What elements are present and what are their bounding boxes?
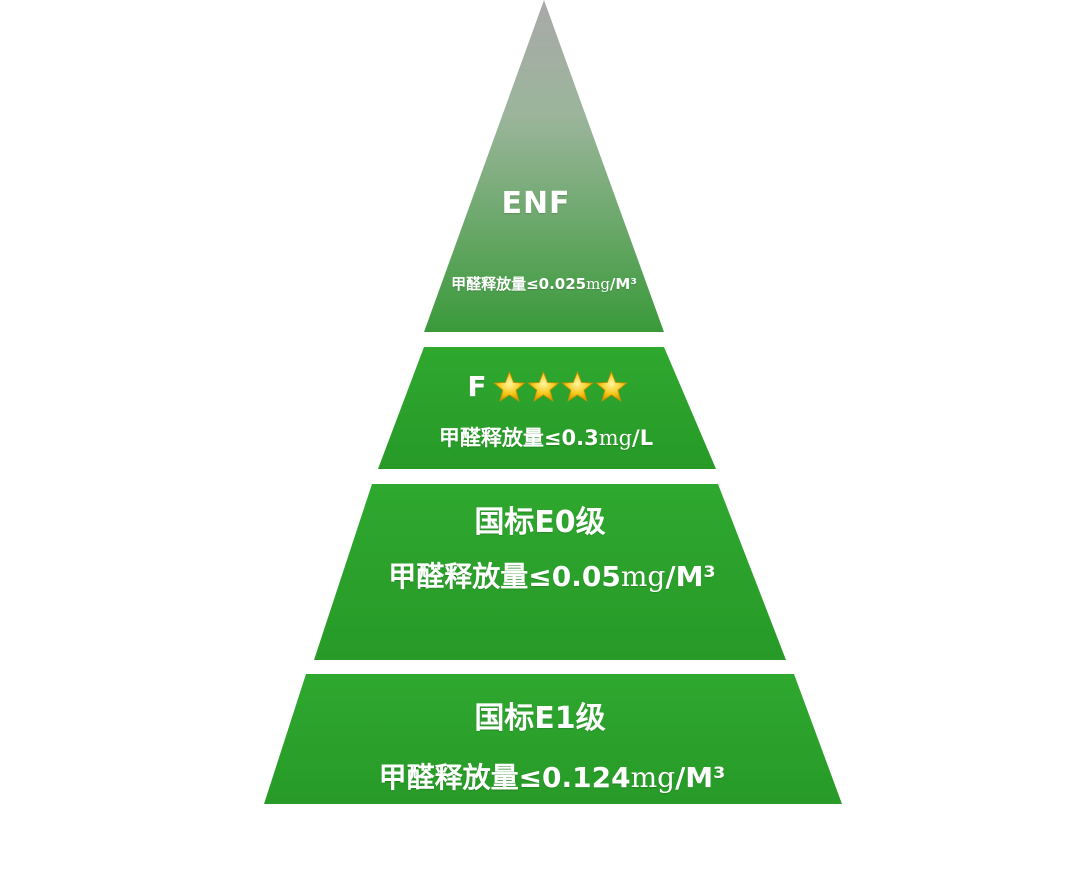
tier-e0-limit-unit: mg <box>620 560 666 593</box>
tier-enf-title: ENF <box>501 186 571 221</box>
tier-e0-limit-prefix: 甲醛释放量≤0.05 <box>388 560 621 593</box>
tier-e0-title: 国标E0级 <box>474 505 606 540</box>
tier-e1-limit: 甲醛释放量≤0.124mg/M³ <box>379 764 726 792</box>
tier-e1-limit-unit: mg <box>630 761 676 794</box>
tier-f-shape <box>378 347 716 469</box>
tier-f-limit-prefix: 甲醛释放量≤0.3 <box>438 426 599 450</box>
tier-e1-shape <box>264 674 842 804</box>
tier-e1-limit-prefix: 甲醛释放量≤0.124 <box>378 761 631 794</box>
tier-enf-limit-unit: mg <box>586 275 610 293</box>
tier-e1-title: 国标E1级 <box>474 701 606 736</box>
tier-e1-limit-suffix: /M³ <box>675 761 726 794</box>
tier-e0-limit-suffix: /M³ <box>665 560 716 593</box>
tier-f-title-text: F <box>467 370 487 403</box>
star-icon <box>493 371 526 402</box>
tier-enf-shape <box>424 0 664 332</box>
tier-enf-limit: 甲醛释放量≤0.025mg/M³ <box>451 277 637 292</box>
star-icon <box>595 371 628 402</box>
tier-e0-shape <box>314 484 786 660</box>
tier-enf-limit-prefix: 甲醛释放量≤0.025 <box>451 275 587 293</box>
tier-f-title: F <box>467 371 628 405</box>
star-rating <box>493 371 629 405</box>
tier-f-limit-suffix: /L <box>632 426 654 450</box>
tier-enf-limit-suffix: /M³ <box>609 275 637 293</box>
tier-f-limit: 甲醛释放量≤0.3mg/L <box>439 428 653 449</box>
star-icon <box>561 371 594 402</box>
tier-f-limit-unit: mg <box>598 426 633 450</box>
tier-e0-limit: 甲醛释放量≤0.05mg/M³ <box>388 563 715 591</box>
star-icon <box>527 371 560 402</box>
